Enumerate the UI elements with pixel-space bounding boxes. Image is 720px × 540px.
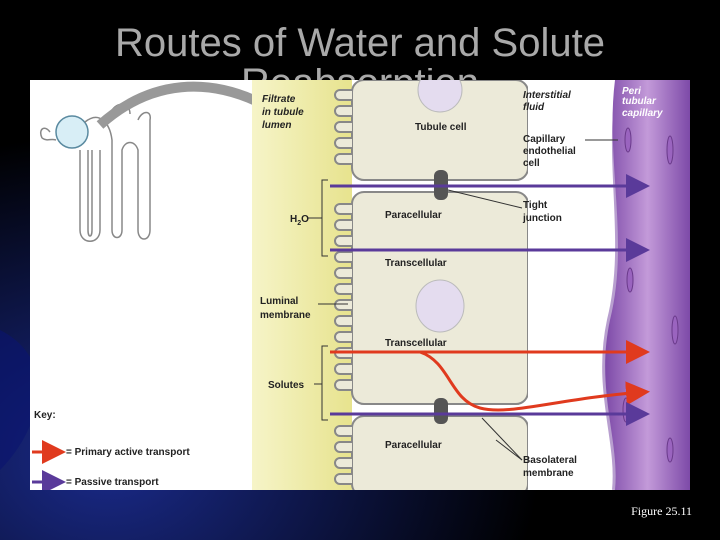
tubule-cell-label: Tubule cell: [415, 122, 467, 133]
basolateral-label: Basolateral membrane: [523, 455, 580, 479]
luminal-membrane-label: Luminal membrane: [260, 296, 311, 321]
nucleus-middle: [415, 279, 465, 333]
nephron-icon: [39, 103, 151, 242]
tight-junction-lower: [434, 398, 448, 424]
zoom-arrow: [96, 81, 273, 129]
solute-transcellular-curved-arrow: [419, 350, 650, 412]
interstitial-space: [528, 80, 596, 490]
legend-title: Key:: [34, 410, 56, 421]
filtrate-label: Filtrate in tubule lumen: [262, 94, 306, 131]
slide-title-continuation: Reabsorption: [0, 68, 720, 81]
slide-title: Routes of Water and Solute: [115, 21, 605, 65]
basolateral-leader-b: [495, 439, 523, 461]
kidney-reabsorption-figure: Filtrate in tubule lumen Interstitial fl…: [30, 80, 690, 490]
endothelial-label: Capillary endothelial cell: [523, 134, 579, 169]
solute-transcellular-label: Transcellular: [385, 338, 447, 349]
solute-paracellular-label: Paracellular: [385, 440, 442, 451]
tight-junction-label: Tight junction: [522, 200, 562, 224]
h2o-label: H2O: [290, 214, 309, 227]
legend-passive-label: = Passive transport: [66, 477, 159, 488]
figure-caption: Figure 25.11: [631, 504, 692, 518]
peritubular-capillary: [605, 80, 690, 490]
water-paracellular-label: Paracellular: [385, 210, 442, 221]
water-transcellular-label: Transcellular: [385, 258, 447, 269]
basolateral-leader-a: [481, 417, 523, 461]
legend-active-label: = Primary active transport: [66, 447, 190, 458]
tubule-lumen: [252, 80, 352, 490]
h2o-bracket: [308, 179, 328, 257]
legend: Key: = Primary active transport = Passiv…: [32, 410, 190, 490]
tubule-cell-bottom: [351, 415, 529, 490]
microvilli: [334, 89, 352, 485]
solutes-label: Solutes: [268, 380, 305, 391]
tight-junction-leader: [447, 189, 523, 209]
nucleus-top: [417, 80, 463, 113]
solutes-bracket: [314, 345, 328, 421]
capillary-label: Peri tubular capillary: [622, 86, 663, 119]
interstitial-label: Interstitial fluid: [523, 90, 574, 113]
